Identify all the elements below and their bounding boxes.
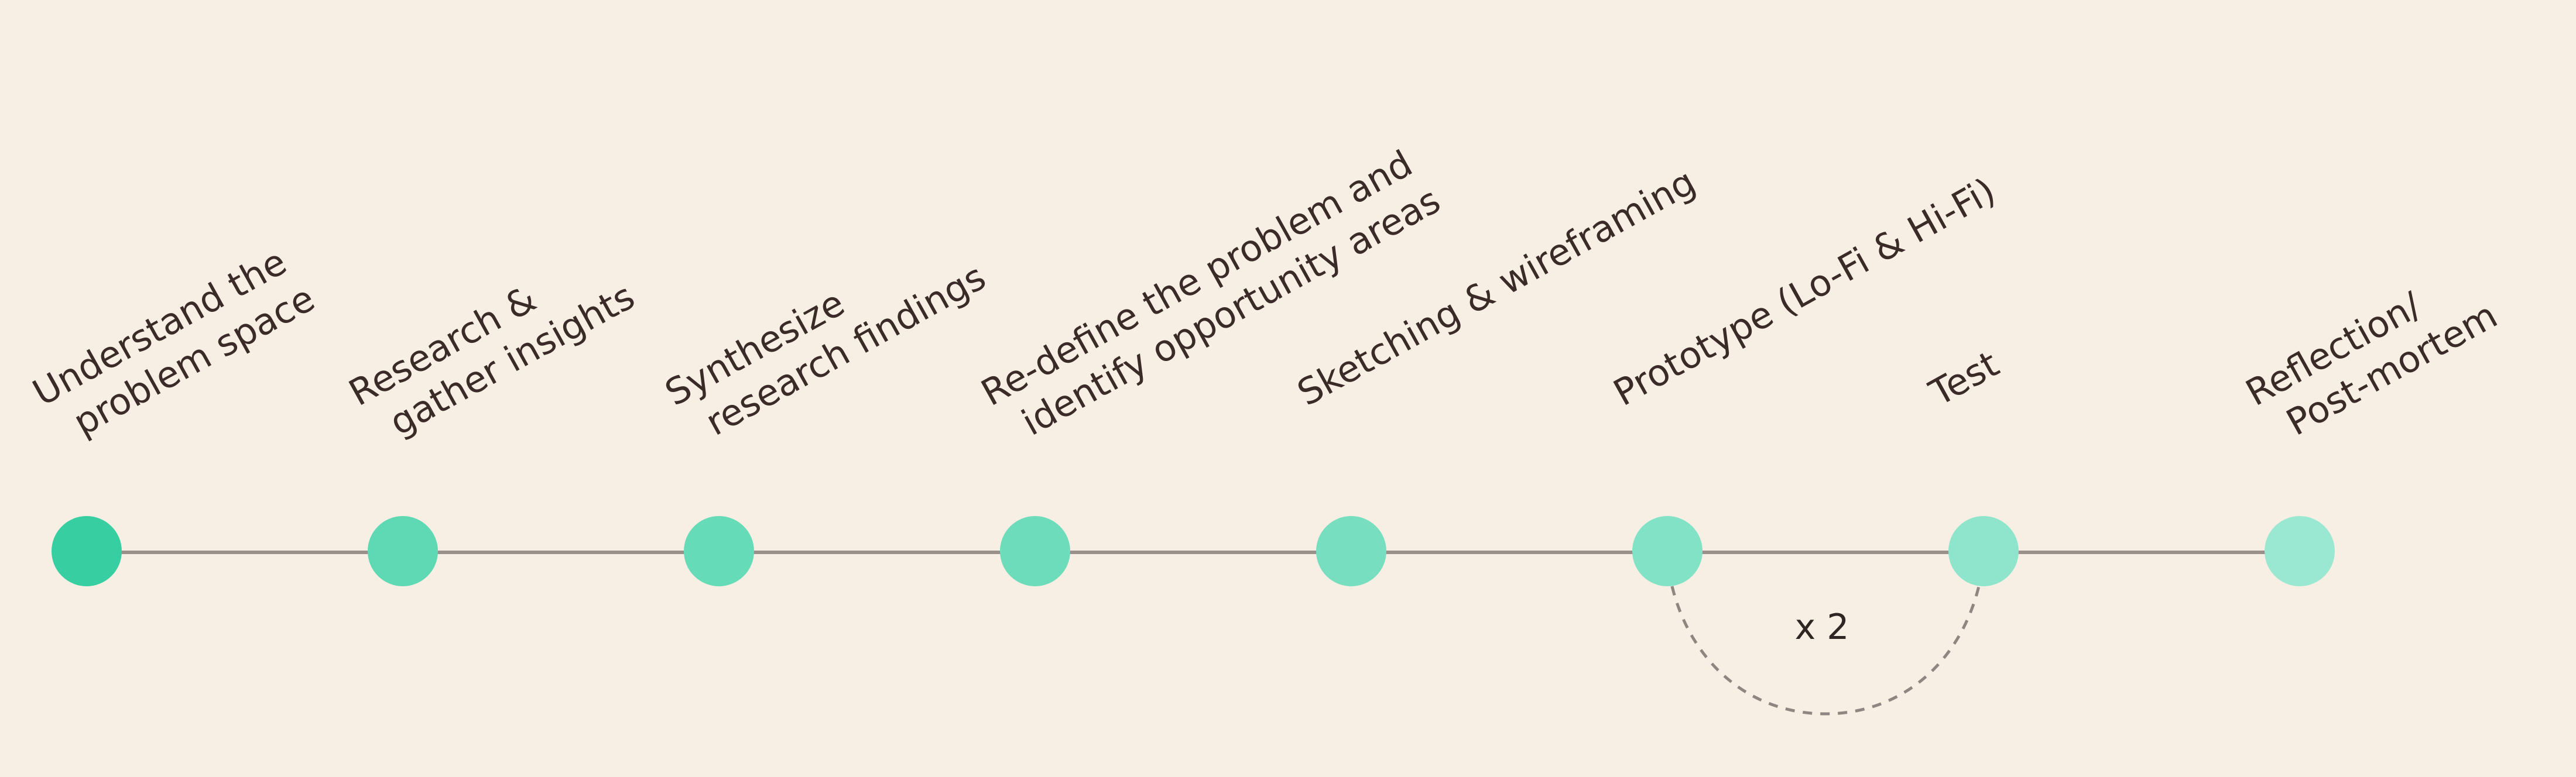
step-label: Synthesizeresearch findings	[658, 215, 993, 454]
step-node	[1632, 516, 1703, 586]
loop-label: x 2	[1795, 607, 1849, 648]
step-2: Research &gather insights	[342, 235, 642, 586]
step-label: Test	[1922, 342, 2006, 415]
step-label: Understand theproblem space	[26, 237, 321, 455]
step-8: Reflection/Post-mortem	[2239, 253, 2504, 586]
step-label-line-1: Test	[1922, 342, 2006, 415]
step-label-line-2: identify opportunity areas	[1015, 178, 1447, 444]
loop-arc	[1670, 586, 1981, 716]
step-node	[2265, 516, 2335, 586]
step-label: Re-define the problem andidentify opport…	[974, 139, 1447, 454]
step-label: Research &gather insights	[342, 235, 642, 454]
step-3: Synthesizeresearch findings	[658, 215, 993, 586]
step-label: Reflection/Post-mortem	[2239, 253, 2504, 454]
step-1: Understand theproblem space	[26, 237, 321, 586]
step-7: Test	[1922, 342, 2019, 586]
step-node	[1000, 516, 1070, 586]
step-node	[52, 516, 122, 586]
step-node	[368, 516, 438, 586]
step-node	[1948, 516, 2019, 586]
step-node	[684, 516, 754, 586]
step-node	[1316, 516, 1386, 586]
